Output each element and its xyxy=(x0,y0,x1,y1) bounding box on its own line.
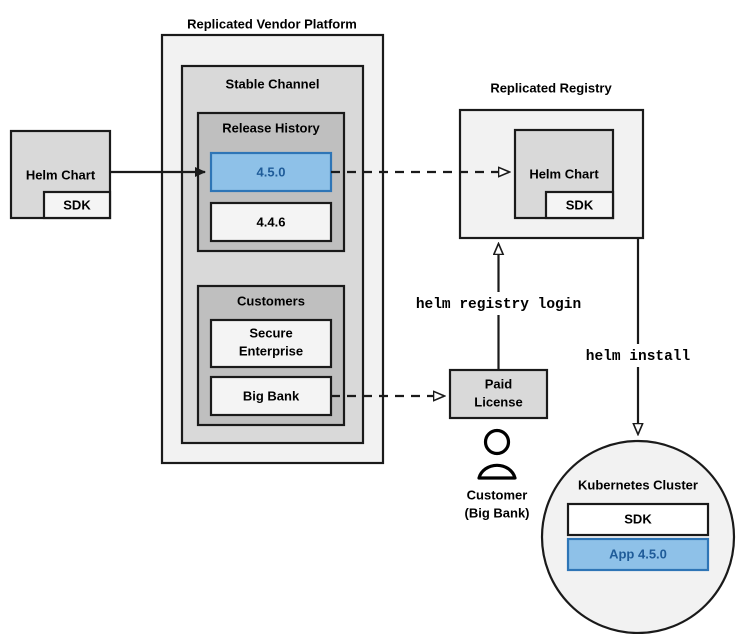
paid-license-label-line1: Paid xyxy=(485,376,513,391)
registry-sdk-label: SDK xyxy=(566,197,594,212)
command-labels: helm registry login helm install xyxy=(396,292,704,367)
source-helm-chart-label: Helm Chart xyxy=(26,167,96,182)
vendor-platform-title: Replicated Vendor Platform xyxy=(187,16,357,31)
kubernetes-cluster-title: Kubernetes Cluster xyxy=(578,477,698,492)
customer-item-secure-enterprise-label-line1: Secure xyxy=(249,325,292,340)
kubernetes-cluster-group: Kubernetes Cluster SDK App 4.5.0 xyxy=(540,439,736,634)
customer-label-line2: (Big Bank) xyxy=(465,505,530,520)
command-helm-install: helm install xyxy=(586,349,691,365)
command-helm-registry-login: helm registry login xyxy=(416,297,581,313)
vendor-platform-group: Replicated Vendor Platform Stable Channe… xyxy=(160,16,385,465)
person-icon xyxy=(477,428,517,480)
release-item-4-5-0-label: 4.5.0 xyxy=(257,164,286,179)
paid-license-box[interactable] xyxy=(448,368,549,420)
source-sdk-label: SDK xyxy=(63,197,91,212)
source-sdk-box[interactable] xyxy=(42,190,112,220)
registry-helm-chart-label: Helm Chart xyxy=(529,166,599,181)
install-label-bg xyxy=(572,344,704,367)
customer-item-big-bank-label: Big Bank xyxy=(243,388,300,403)
kubernetes-cluster-circle[interactable] xyxy=(540,439,736,634)
registry-title: Replicated Registry xyxy=(490,80,612,95)
cluster-item-sdk[interactable] xyxy=(566,502,710,537)
release-item-4-4-6[interactable] xyxy=(209,201,333,243)
customer-actor-group: Customer (Big Bank) xyxy=(465,428,530,520)
cluster-item-app[interactable] xyxy=(566,537,710,572)
stable-channel-title: Stable Channel xyxy=(226,76,320,91)
registry-sdk-box[interactable] xyxy=(544,190,615,220)
cluster-item-app-label: App 4.5.0 xyxy=(609,546,667,561)
cluster-item-sdk-label: SDK xyxy=(624,511,652,526)
customer-label-line1: Customer xyxy=(467,487,528,502)
customer-item-big-bank[interactable] xyxy=(209,375,333,417)
release-history-title: Release History xyxy=(222,120,320,135)
replicated-registry-group: Replicated Registry Helm Chart SDK xyxy=(458,80,645,240)
customer-item-secure-enterprise-label-line2: Enterprise xyxy=(239,343,303,358)
source-helm-chart-group: Helm Chart SDK xyxy=(9,129,112,220)
registry-login-label-bg xyxy=(396,292,601,315)
release-item-4-4-6-label: 4.4.6 xyxy=(257,214,286,229)
customers-title: Customers xyxy=(237,293,305,308)
paid-license-label-line2: License xyxy=(474,394,522,409)
paid-license-group: Paid License xyxy=(448,368,549,420)
customer-item-secure-enterprise[interactable] xyxy=(209,318,333,369)
